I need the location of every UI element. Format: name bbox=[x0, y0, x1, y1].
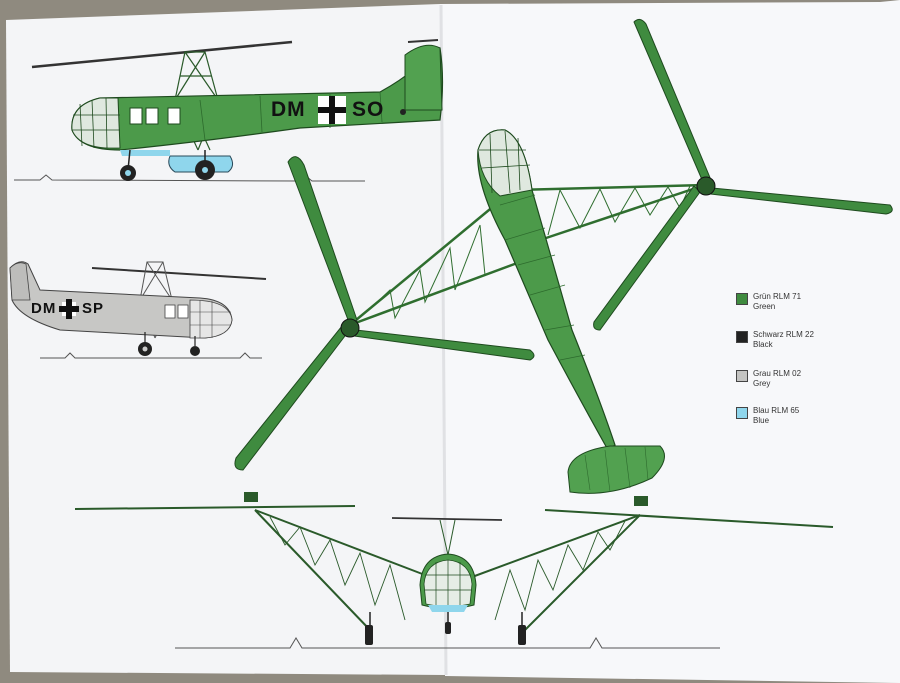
legend-color-name: Blau RLM 65 bbox=[753, 406, 800, 415]
legend-color-name: Schwarz RLM 22 bbox=[753, 330, 814, 339]
balkenkreuz-insignia-grey bbox=[59, 299, 79, 319]
registration-left-green: DM bbox=[271, 98, 306, 121]
poster-sheet bbox=[6, 4, 445, 675]
legend-color-name: Grün RLM 71 bbox=[753, 292, 802, 301]
legend-color-english: Black bbox=[753, 340, 773, 349]
grey-side-view-helicopter bbox=[9, 261, 267, 359]
legend-color-english: Green bbox=[753, 302, 776, 311]
green-front-view-helicopter bbox=[74, 492, 834, 649]
legend-swatch bbox=[736, 370, 748, 382]
legend-color-english: Blue bbox=[753, 416, 770, 425]
balkenkreuz-insignia-green bbox=[318, 96, 346, 124]
legend-swatch bbox=[736, 331, 748, 343]
green-top-view-helicopter bbox=[234, 18, 893, 494]
registration-left-grey: DM bbox=[31, 300, 57, 317]
legend-swatch bbox=[736, 293, 748, 305]
green-side-view-helicopter bbox=[14, 39, 444, 182]
legend-color-name: Grau RLM 02 bbox=[753, 369, 802, 378]
registration-right-green: SO bbox=[352, 98, 385, 121]
legend-color-english: Grey bbox=[753, 379, 771, 388]
registration-right-grey: SP bbox=[82, 300, 105, 317]
legend-swatch bbox=[736, 407, 748, 419]
